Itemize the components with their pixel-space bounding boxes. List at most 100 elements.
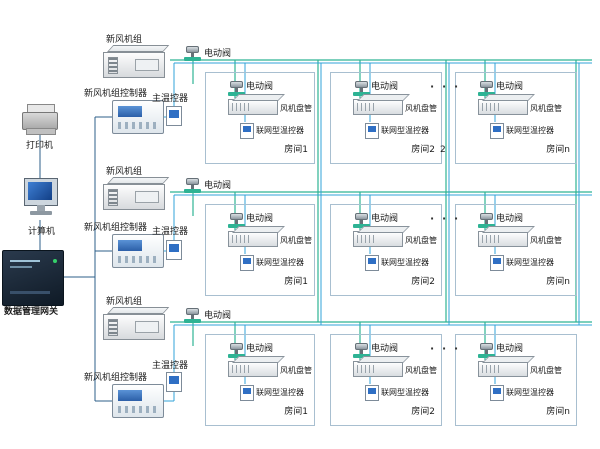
fan-coil-label: 风机盘管	[280, 104, 312, 113]
electric-valve-label: 电动阀	[246, 82, 274, 92]
fau-controller-label: 新风机组控制器	[84, 373, 148, 383]
fresh-air-unit-icon	[103, 52, 165, 78]
electric-valve-icon	[353, 213, 370, 229]
fau-label: 新风机组	[106, 35, 143, 45]
net-thermostat-icon	[490, 385, 504, 401]
room-box: 电动阀 风机盘管 联网型温控器 房间n	[455, 334, 577, 426]
net-thermostat-label: 联网型温控器	[506, 258, 554, 267]
fan-coil-label: 风机盘管	[530, 236, 562, 245]
net-thermostat-icon	[365, 123, 379, 139]
net-thermostat-icon	[490, 123, 504, 139]
fan-coil-icon	[353, 99, 403, 115]
gateway-links	[39, 116, 112, 402]
electric-valve-label: 电动阀	[246, 344, 274, 354]
net-thermostat-label: 联网型温控器	[256, 258, 304, 267]
room-box: 电动阀 风机盘管 联网型温控器 房间n	[455, 204, 577, 296]
computer-label: 计算机	[28, 227, 56, 237]
electric-valve-label: 电动阀	[204, 49, 232, 59]
fan-coil-icon	[478, 231, 528, 247]
net-thermostat-icon	[490, 255, 504, 271]
gateway-label: 数据管理网关	[4, 307, 59, 317]
net-thermostat-label: 联网型温控器	[506, 126, 554, 135]
room-name: 房间1	[284, 407, 308, 417]
main-thermostat-label: 主温控器	[152, 361, 189, 371]
fresh-air-unit-icon	[103, 314, 165, 340]
room-box: 电动阀 风机盘管 联网型温控器 房间2	[330, 334, 442, 426]
ellipsis: · · ·	[430, 212, 461, 225]
net-thermostat-icon	[240, 123, 254, 139]
fau-controller-icon	[112, 384, 164, 418]
room-name: 房间2	[411, 145, 435, 155]
room-name: 房间n	[546, 407, 570, 417]
electric-valve-icon	[184, 178, 201, 194]
fan-coil-icon	[228, 231, 278, 247]
fan-coil-icon	[353, 361, 403, 377]
electric-valve-label: 电动阀	[371, 82, 399, 92]
net-thermostat-icon	[365, 385, 379, 401]
electric-valve-icon	[478, 343, 495, 359]
room-box: 电动阀 风机盘管 联网型温控器 房间1	[205, 204, 315, 296]
fan-coil-label: 风机盘管	[405, 366, 437, 375]
fan-coil-icon	[478, 361, 528, 377]
room-name: 房间n	[546, 145, 570, 155]
electric-valve-label: 电动阀	[204, 181, 232, 191]
fau-label: 新风机组	[106, 297, 143, 307]
fresh-air-unit-icon	[103, 184, 165, 210]
electric-valve-icon	[353, 81, 370, 97]
main-thermostat-label: 主温控器	[152, 94, 189, 104]
room-box: 电动阀 风机盘管 联网型温控器 房间n	[455, 72, 577, 164]
electric-valve-icon	[478, 213, 495, 229]
fau-label: 新风机组	[106, 167, 143, 177]
fan-coil-label: 风机盘管	[405, 236, 437, 245]
fau-controller-label: 新风机组控制器	[84, 223, 148, 233]
fan-coil-label: 风机盘管	[530, 104, 562, 113]
ellipsis: · · ·	[430, 80, 461, 93]
main-thermostat-icon	[166, 240, 182, 260]
net-thermostat-icon	[365, 255, 379, 271]
net-thermostat-label: 联网型温控器	[506, 388, 554, 397]
fan-coil-label: 风机盘管	[530, 366, 562, 375]
ellipsis: · · ·	[430, 342, 461, 355]
main-thermostat-label: 主温控器	[152, 227, 189, 237]
fan-coil-icon	[353, 231, 403, 247]
room-box: 电动阀 风机盘管 联网型温控器 房间2	[330, 204, 442, 296]
electric-valve-icon	[184, 308, 201, 324]
printer-icon	[22, 104, 58, 135]
electric-valve-icon	[228, 213, 245, 229]
fan-coil-icon	[228, 99, 278, 115]
computer-icon	[24, 178, 58, 220]
fau-controller-icon	[112, 234, 164, 268]
electric-valve-icon	[228, 343, 245, 359]
electric-valve-icon	[228, 81, 245, 97]
gateway-device	[2, 250, 64, 306]
electric-valve-label: 电动阀	[496, 82, 524, 92]
electric-valve-icon	[184, 46, 201, 62]
electric-valve-icon	[353, 343, 370, 359]
room-name: 房间2	[411, 277, 435, 287]
net-thermostat-icon	[240, 255, 254, 271]
fau-controller-label: 新风机组控制器	[84, 89, 148, 99]
room-box: 电动阀 风机盘管 联网型温控器 房间1	[205, 72, 315, 164]
fan-coil-icon	[228, 361, 278, 377]
net-thermostat-icon	[240, 385, 254, 401]
room-box: 电动阀 风机盘管 联网型温控器 房间1	[205, 334, 315, 426]
net-thermostat-label: 联网型温控器	[381, 388, 429, 397]
main-thermostat-icon	[166, 372, 182, 392]
room-box: 电动阀 风机盘管 联网型温控器 房间2	[330, 72, 442, 164]
electric-valve-label: 电动阀	[371, 344, 399, 354]
fan-coil-icon	[478, 99, 528, 115]
fan-coil-label: 风机盘管	[405, 104, 437, 113]
room-name: 房间1	[284, 277, 308, 287]
electric-valve-label: 电动阀	[371, 214, 399, 224]
room-name: 房间1	[284, 145, 308, 155]
main-thermostat-icon	[166, 106, 182, 126]
net-thermostat-label: 联网型温控器	[256, 126, 304, 135]
net-thermostat-label: 联网型温控器	[256, 388, 304, 397]
electric-valve-label: 电动阀	[496, 344, 524, 354]
printer-label: 打印机	[26, 141, 54, 151]
electric-valve-label: 电动阀	[204, 311, 232, 321]
stray-label: 2	[440, 145, 446, 155]
room-name: 房间2	[411, 407, 435, 417]
fau-controller-icon	[112, 100, 164, 134]
